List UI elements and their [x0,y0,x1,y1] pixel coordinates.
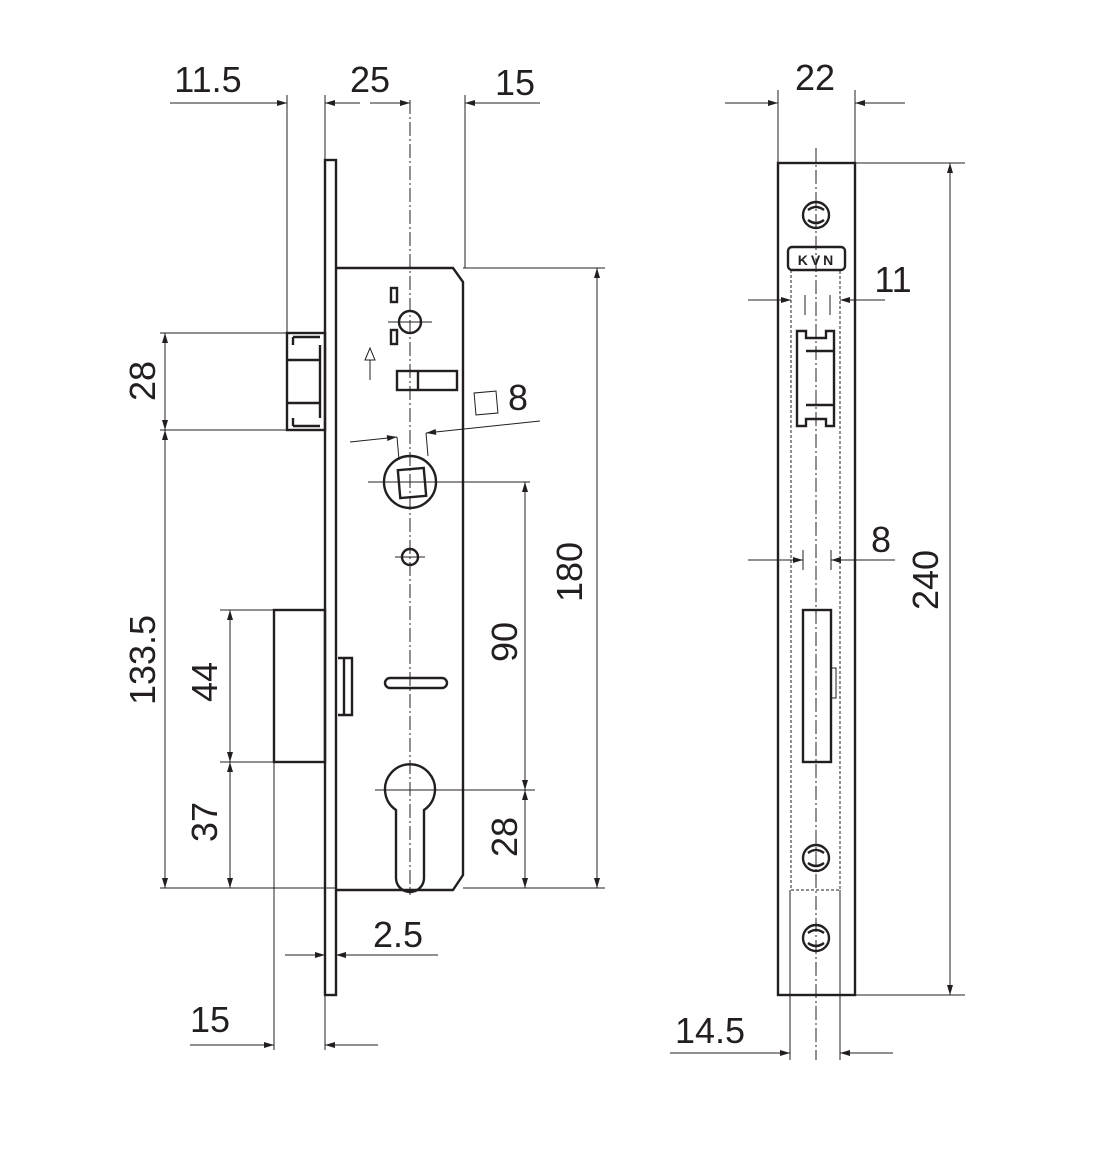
hook-bolt [338,656,354,717]
screw-bottom [801,923,831,953]
dim-15-top: 15 [495,62,535,103]
dim-180: 180 [549,542,590,602]
dim-2-5: 2.5 [373,914,423,955]
dim-11: 11 [874,259,911,300]
dim-25: 25 [350,59,390,100]
square-symbol-icon [473,390,499,416]
brand-logo: KVN [798,252,837,268]
spindle-square [396,466,428,500]
dim-15-bottom: 15 [190,999,230,1040]
dim-44: 44 [184,662,225,702]
dim-11-5: 11.5 [174,59,241,100]
lock-case [336,266,465,892]
screw-middle [801,843,831,873]
dim-22: 22 [795,57,835,98]
faceplate [323,158,338,997]
dim-133-5: 133.5 [122,615,163,705]
slot-top [389,286,399,304]
dim-14-5: 14.5 [675,1010,745,1051]
dim-28-latch: 28 [122,361,163,401]
cylinder-cutout [383,763,437,894]
dim-240: 240 [905,550,946,610]
latch-side [795,329,836,428]
dim-28-cylinder: 28 [484,817,525,857]
switch-slot [395,369,459,392]
dim-37: 37 [184,802,225,842]
side-view: KVN 22 11 8 240 14.5 [670,57,965,1060]
front-view: 11.5 25 15 28 133.5 44 37 8 90 28 180 [122,59,605,1050]
dim-8-square: 8 [508,377,528,418]
slot-bottom [389,328,399,346]
dim-90: 90 [484,622,525,662]
rod-slot [383,676,449,690]
deadbolt [272,608,327,764]
deadbolt-side [801,608,833,764]
arrow-up-icon [364,346,376,380]
latch-bolt [285,331,327,432]
dim-8-side: 8 [871,519,891,560]
brand-plate [786,245,847,272]
screw-top [801,200,831,230]
